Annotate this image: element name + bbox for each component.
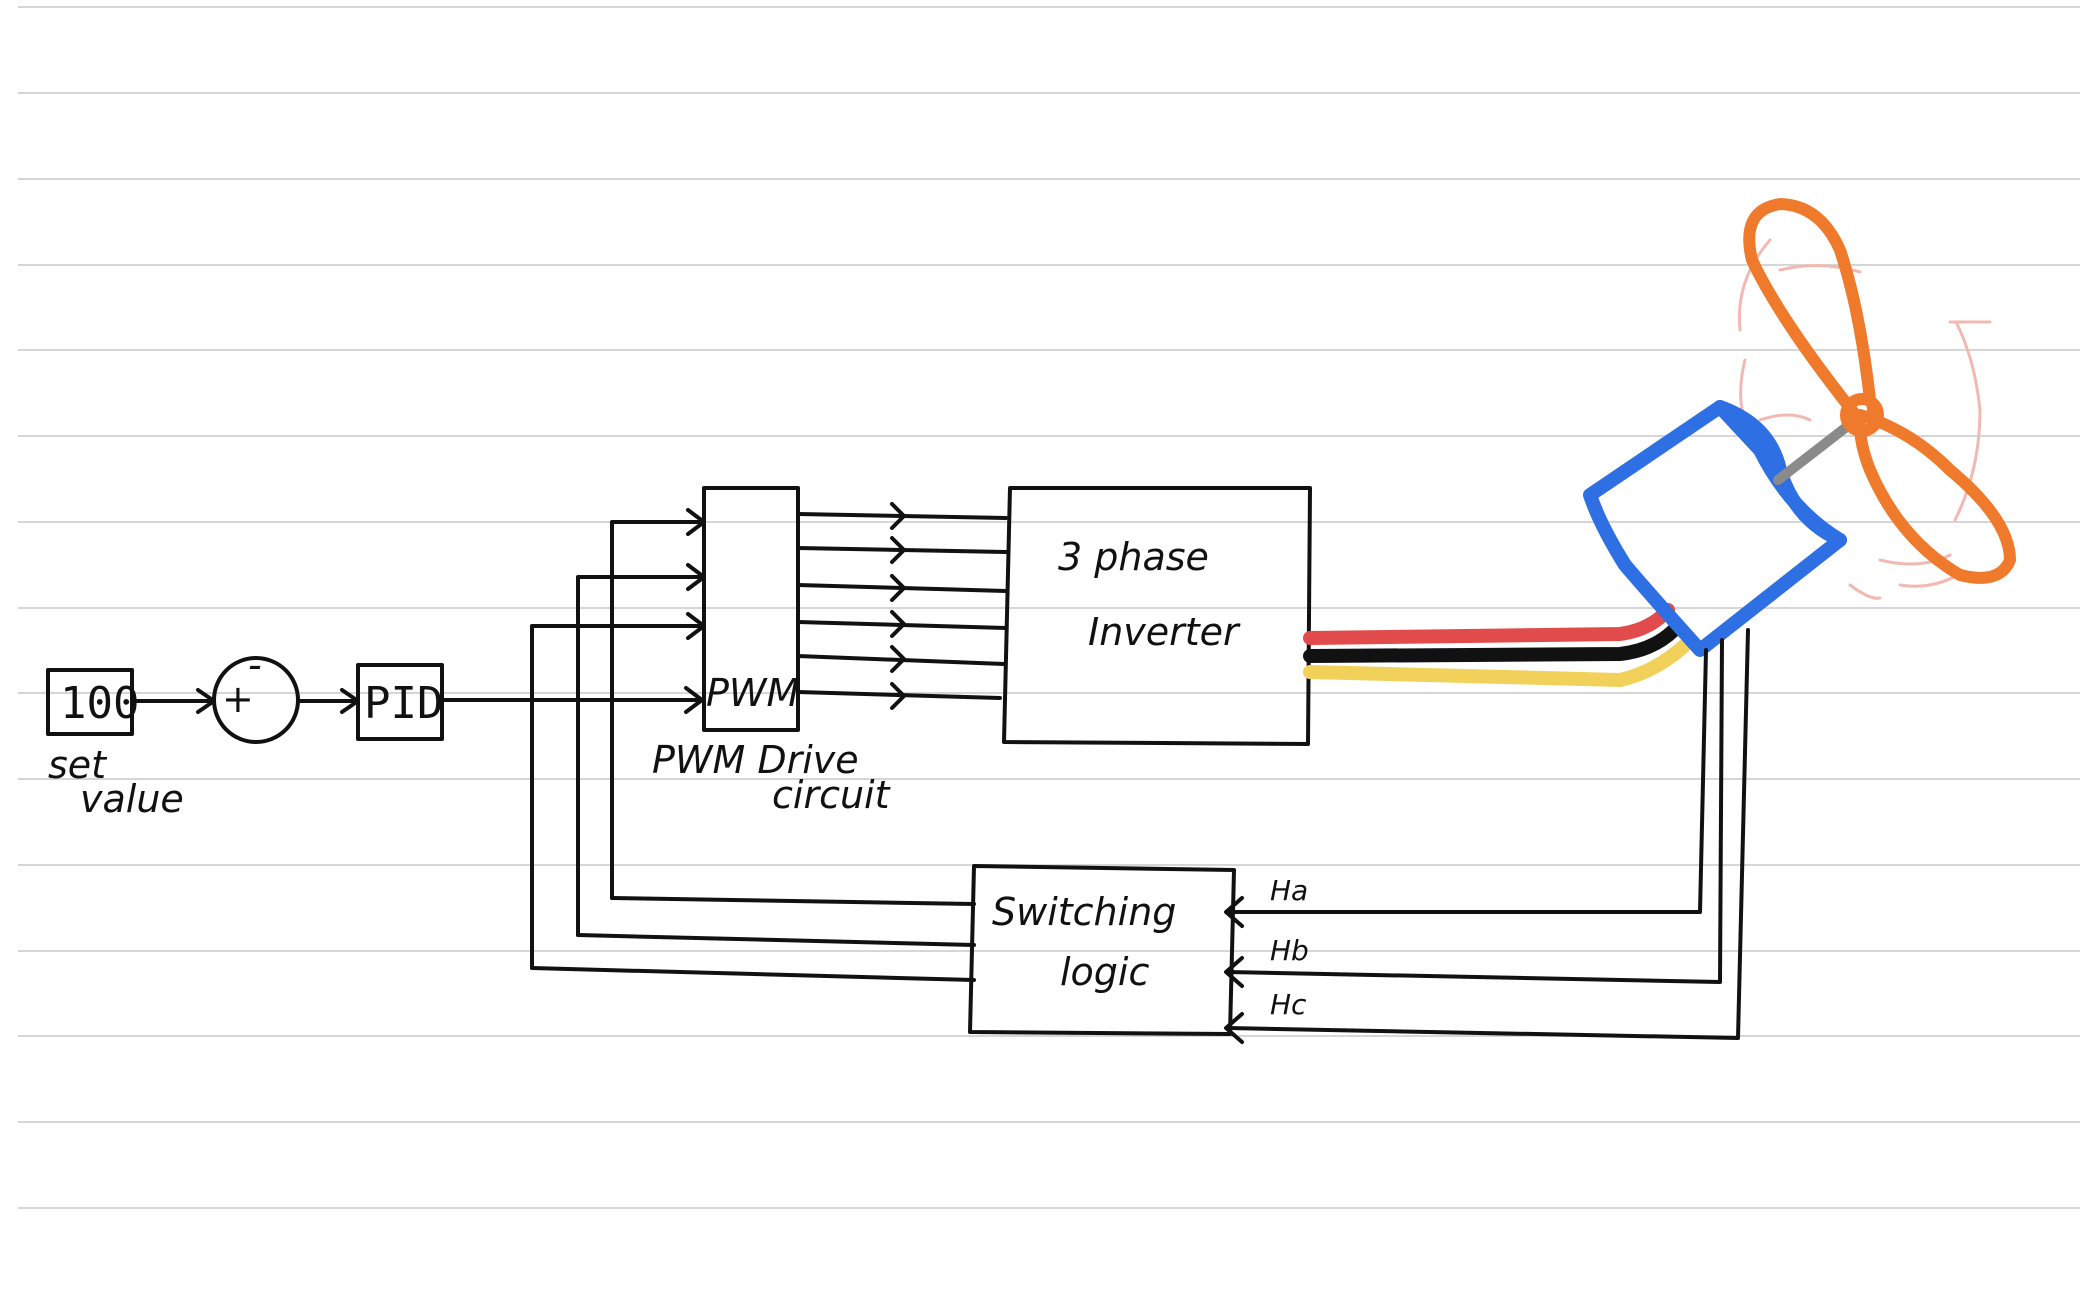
propeller <box>1743 198 2016 584</box>
setpoint-caption-set: set <box>48 743 108 787</box>
hall-sensor-label-hb: Hb <box>1270 934 1309 967</box>
bldc-motor <box>1583 400 1847 657</box>
pid-block: PID <box>356 663 444 741</box>
pwm-feedback-inputs <box>530 508 706 970</box>
logic-label: logic <box>1060 950 1149 994</box>
pwm-caption-drive: PWM Drive <box>652 738 859 782</box>
switching-logic-block: Switching logic <box>968 864 1236 1036</box>
switching-logic-outputs <box>530 896 976 982</box>
hall-sensor-label-hc: Hc <box>1270 988 1307 1021</box>
hall-sensor-label-ha: Ha <box>1270 874 1308 907</box>
pwm-to-inverter-lines <box>796 502 1008 710</box>
setpoint-block: 100 <box>46 668 139 736</box>
sum-plus-sign: + <box>222 677 254 721</box>
setpoint-caption-value: value <box>80 777 184 821</box>
switching-label: Switching <box>992 890 1176 934</box>
hall-sensor-feedback-lines <box>1224 628 1750 1044</box>
pid-label: PID <box>364 678 443 729</box>
inverter-block: 3 phase Inverter <box>1002 486 1312 746</box>
pwm-label: PWM <box>706 671 799 715</box>
motor-phase-wires <box>1303 603 1691 688</box>
ruled-lines <box>18 6 2080 1209</box>
inverter-label-3-phase: 3 phase <box>1058 535 1209 579</box>
setpoint-value: 100 <box>60 678 139 729</box>
sum-minus-sign: - <box>248 643 262 687</box>
pwm-caption-circuit: circuit <box>772 773 892 817</box>
inverter-label-inverter: Inverter <box>1088 610 1241 654</box>
pwm-block: PWM <box>702 486 800 732</box>
